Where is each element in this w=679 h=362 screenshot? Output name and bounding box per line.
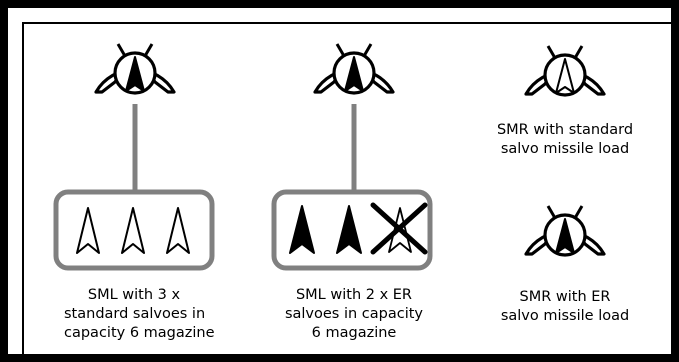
missile-launcher-icon: [524, 44, 606, 97]
caption-line: SMR with standard: [496, 122, 634, 138]
caption-line: 6 magazine: [311, 325, 397, 341]
missile-hollow-icon: [166, 207, 190, 254]
missile-hollow-icon: [76, 207, 100, 254]
missile-launcher-icon: [524, 204, 606, 257]
missile-launcher-icon: [313, 42, 395, 95]
caption-smr-standard: SMR with standard salvo missile load: [489, 121, 641, 159]
caption-line: salvoes in capacity: [284, 306, 424, 322]
caption-line: standard salvoes in: [64, 306, 206, 322]
caption-sml-standard: SML with 3 x standard salvoes in capacit…: [64, 286, 215, 343]
caption-line: SML with 2 x ER: [295, 287, 413, 303]
caption-line: SMR with ER: [519, 289, 611, 305]
caption-line: salvo missile load: [500, 141, 630, 157]
caption-line: capacity 6 magazine: [64, 325, 215, 341]
missile-launcher-icon: [94, 42, 176, 95]
caption-line: SML with 3 x: [87, 287, 181, 303]
caption-sml-er: SML with 2 x ER salvoes in capacity 6 ma…: [284, 286, 424, 343]
diagram-border: [22, 22, 673, 362]
missile-empty-slot-icon: [370, 202, 428, 255]
caption-line: salvo missile load: [500, 308, 630, 324]
missile-solid-icon: [336, 205, 362, 254]
caption-smr-er: SMR with ER salvo missile load: [489, 288, 641, 326]
missile-solid-icon: [289, 205, 315, 254]
missile-hollow-icon: [121, 207, 145, 254]
